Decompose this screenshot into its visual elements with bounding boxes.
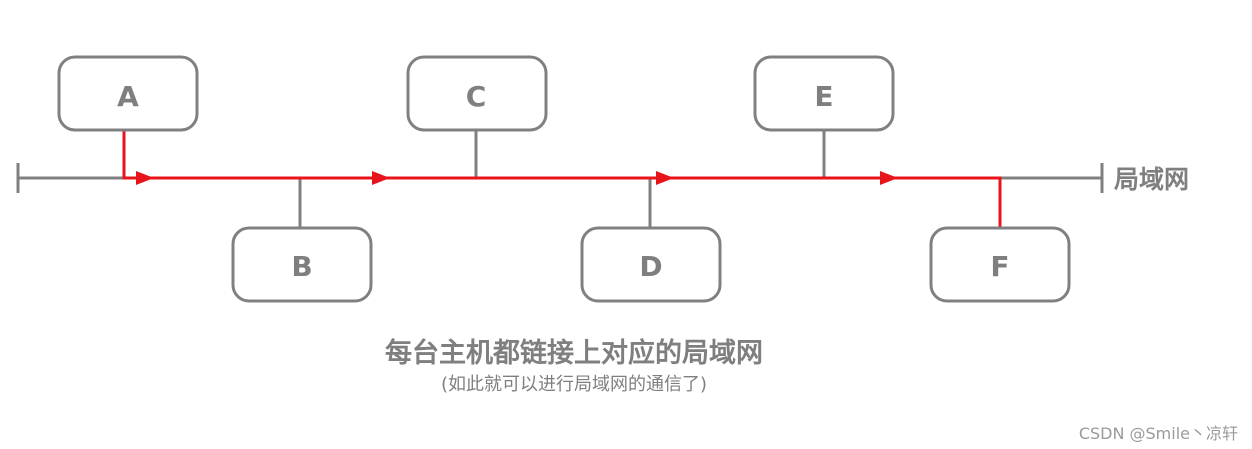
host-d-label: D bbox=[639, 250, 662, 283]
watermark: CSDN @Smile丶凉轩 bbox=[1078, 424, 1238, 443]
highlight-path bbox=[122, 130, 1002, 228]
host-c-box bbox=[406, 55, 548, 132]
caption-subtitle: (如此就可以进行局域网的通信了) bbox=[440, 374, 708, 395]
host-f: F bbox=[929, 226, 1071, 303]
caption-title: 每台主机都链接上对应的局域网 bbox=[385, 338, 763, 369]
host-e: E bbox=[753, 55, 895, 132]
host-b-label: B bbox=[291, 250, 312, 283]
bus-label: 局域网 bbox=[1114, 165, 1189, 194]
host-f-label: F bbox=[990, 250, 1009, 283]
host-e-box bbox=[753, 55, 895, 132]
arrow-4 bbox=[880, 171, 898, 185]
host-d: D bbox=[580, 226, 722, 303]
host-d-box bbox=[580, 226, 722, 303]
host-a-label: A bbox=[117, 80, 139, 113]
host-b: B bbox=[231, 226, 373, 303]
host-c: C bbox=[406, 55, 548, 132]
host-a: A bbox=[57, 55, 199, 132]
host-f-box bbox=[929, 226, 1071, 303]
arrow-2 bbox=[372, 171, 390, 185]
arrow-1 bbox=[136, 171, 154, 185]
host-e-label: E bbox=[814, 80, 833, 113]
host-c-label: C bbox=[466, 80, 487, 113]
host-b-box bbox=[231, 226, 373, 303]
arrow-3 bbox=[656, 171, 674, 185]
host-a-box bbox=[57, 55, 199, 132]
